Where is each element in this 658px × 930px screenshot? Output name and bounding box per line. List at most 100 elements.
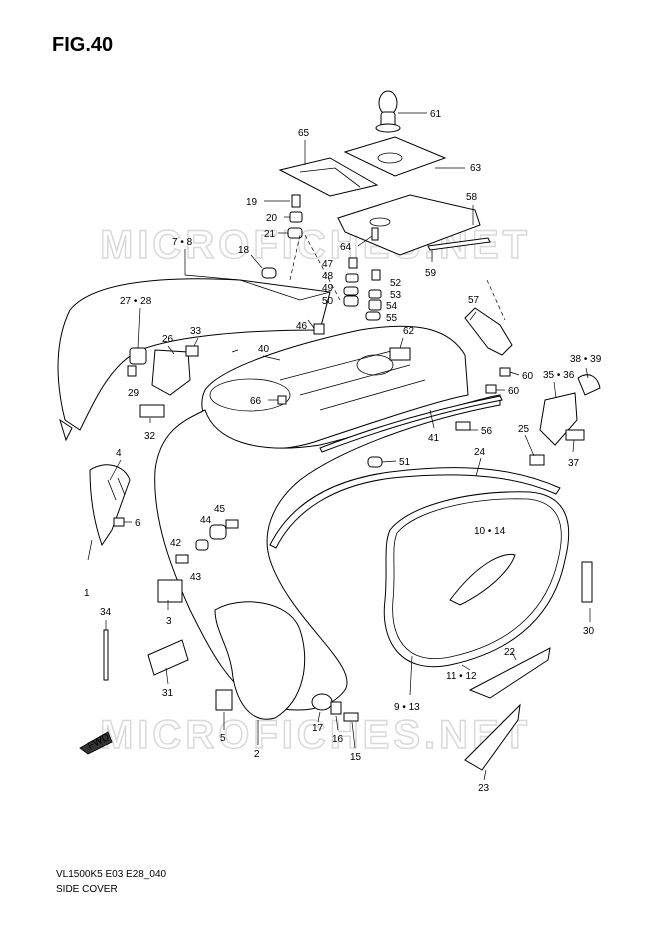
callout: 63 [470, 163, 482, 174]
small-clip [185, 345, 199, 357]
callout: 6 [135, 518, 141, 529]
callout: 29 [128, 388, 140, 399]
callout: 33 [190, 326, 202, 337]
bolt-6 [113, 517, 125, 527]
collar-16 [330, 701, 342, 715]
callout: 54 [386, 301, 398, 312]
part-38-39 [577, 374, 601, 396]
trim-strip-24 [269, 467, 561, 549]
callout: 16 [332, 734, 344, 745]
bolt-29 [127, 365, 137, 377]
bolt-stack [287, 194, 303, 239]
callout: 4 [116, 448, 122, 459]
callout: 37 [568, 458, 580, 469]
callout: 62 [403, 326, 415, 337]
leader-lines [87, 112, 591, 781]
callout: 53 [390, 290, 402, 301]
callout: 52 [390, 278, 402, 289]
callout: 38 • 39 [570, 354, 602, 365]
left-bracket [151, 349, 191, 396]
callout: 10 • 14 [474, 526, 506, 537]
callout: 41 [428, 433, 440, 444]
callout: 26 [162, 334, 174, 345]
callout: 18 [238, 245, 250, 256]
bolt-66 [277, 395, 287, 405]
watermark-bottom: MICROFICHES.NET [100, 713, 531, 757]
bolt-15 [343, 712, 359, 722]
callout: 49 [322, 283, 334, 294]
part-25 [529, 454, 545, 466]
figure-title: FIG.40 [52, 34, 114, 56]
small-fasteners [343, 227, 382, 321]
callout: 9 • 13 [394, 702, 420, 713]
model-code: VL1500K5 E03 E28_040 [56, 869, 167, 880]
callout: 19 [246, 197, 258, 208]
callout: 50 [322, 296, 334, 307]
callout: 59 [425, 268, 437, 279]
callout: 58 [466, 192, 478, 203]
callout: 47 [322, 259, 334, 270]
callout: 35 • 36 [543, 370, 575, 381]
label-3 [157, 579, 183, 603]
callout: 2 [254, 749, 260, 760]
top-plate [343, 136, 447, 177]
grommet-51 [367, 456, 383, 468]
decal-23 [464, 703, 521, 771]
callout: 51 [399, 457, 411, 468]
pad-32 [139, 404, 165, 418]
callout: 1 [84, 588, 90, 599]
callout: 60 [522, 371, 534, 382]
callout: 42 [170, 538, 182, 549]
callout: 46 [296, 321, 308, 332]
strip-30 [581, 561, 593, 603]
bolt-37 [565, 429, 585, 441]
decal-22 [468, 647, 551, 699]
clip-62 [389, 347, 411, 361]
frame-cover [201, 325, 469, 450]
callout: 20 [266, 213, 278, 224]
strip-part [427, 237, 491, 251]
side-cover-4 [89, 464, 131, 547]
label-5 [215, 689, 233, 711]
callout: 34 [100, 607, 112, 618]
callout: 45 [214, 504, 226, 515]
holder-31 [147, 639, 189, 676]
callout: 30 [583, 626, 595, 637]
strap-34 [103, 629, 109, 681]
callout: 44 [200, 515, 212, 526]
callout: 55 [386, 313, 398, 324]
left-side-cover [57, 278, 331, 431]
trim-strip-41 [319, 395, 503, 453]
callout: 48 [322, 271, 334, 282]
pad-56 [455, 421, 471, 431]
callout: 21 [264, 229, 276, 240]
grommet-46 [313, 323, 325, 335]
callout: 61 [430, 109, 442, 120]
key-part [375, 90, 401, 133]
callout-labels: 61 65 63 58 19 20 21 64 59 7 • 8 18 47 5… [84, 109, 602, 794]
grommet-17 [311, 693, 333, 711]
callout: 64 [340, 242, 352, 253]
grommet [261, 267, 277, 279]
bracket [464, 307, 513, 356]
callout: 32 [144, 431, 156, 442]
damper-27-28 [129, 347, 147, 365]
callout: 40 [258, 344, 270, 355]
callout: 57 [468, 295, 480, 306]
callout: 27 • 28 [120, 296, 152, 307]
callout: 31 [162, 688, 174, 699]
callout: 15 [350, 752, 362, 763]
callout: 43 [190, 572, 202, 583]
figure-name: SIDE COVER [56, 884, 118, 895]
callout: 23 [478, 783, 490, 794]
callout: 66 [250, 396, 262, 407]
lower-cover-2 [214, 601, 306, 720]
callout: 11 • 12 [446, 671, 477, 682]
callout: 5 [220, 733, 226, 744]
callout: 65 [298, 128, 310, 139]
callout: 17 [312, 723, 324, 734]
callout: 60 [508, 386, 520, 397]
cover-plate [278, 157, 379, 197]
callout: 3 [166, 616, 172, 627]
